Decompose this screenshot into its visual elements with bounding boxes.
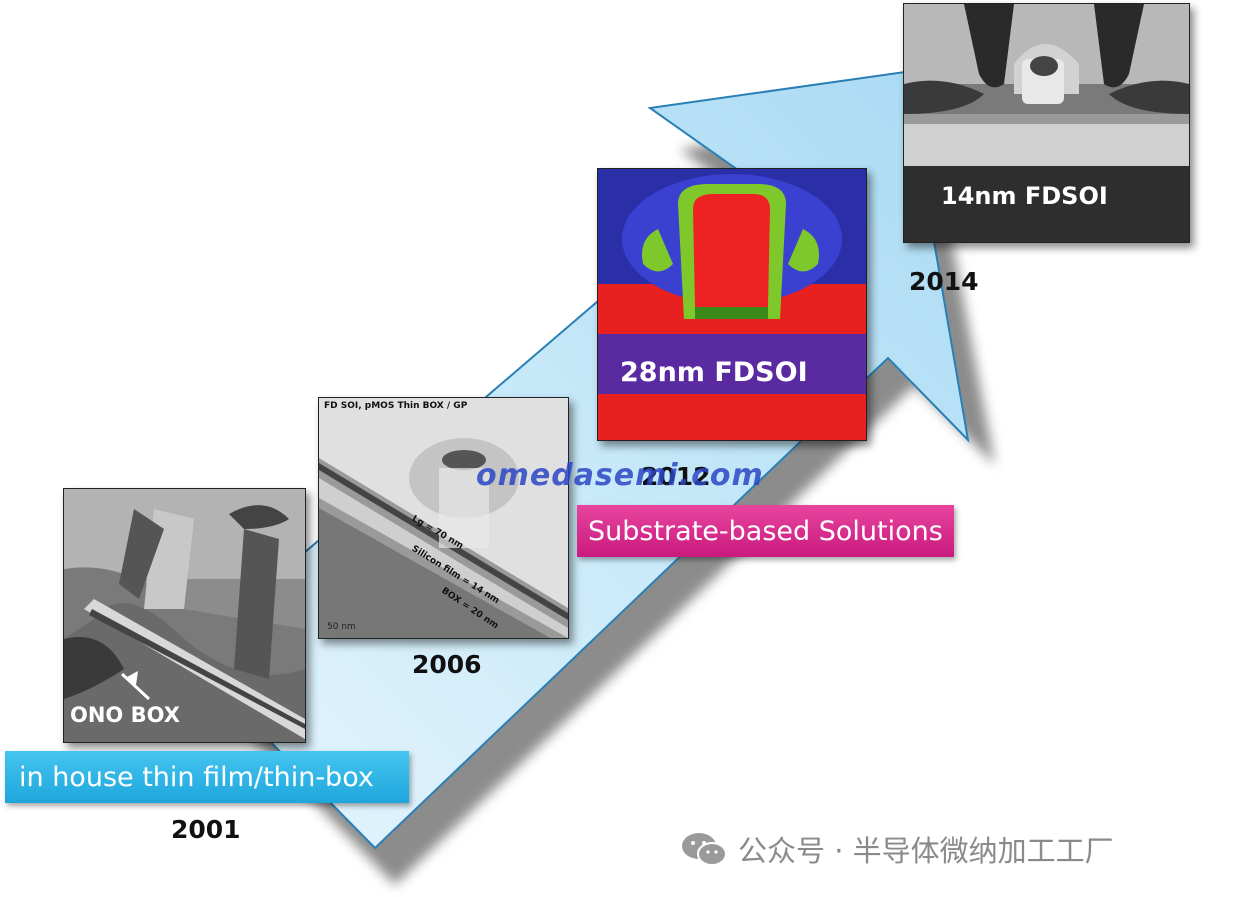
tem-2014-graphic	[904, 4, 1189, 242]
tem-2006-graphic	[319, 398, 568, 638]
tem-2001-graphic	[64, 489, 305, 742]
banner-in-house-label: in house thin film/thin-box	[19, 761, 374, 793]
tile-caption-2001: ONO BOX	[70, 703, 180, 727]
tem-image-2006: FD SOI, pMOS Thin BOX / GP Lg = 70 nm Si…	[318, 397, 569, 639]
tile-caption-2014: 14nm FDSOI	[941, 182, 1108, 210]
scale-bar-label: 50 nm	[327, 622, 356, 632]
banner-substrate-based: Substrate-based Solutions	[577, 505, 954, 557]
year-label-2012: 2012	[641, 462, 711, 491]
tem-2012-graphic	[598, 169, 866, 440]
wechat-account-label: 公众号 · 半导体微纳加工工厂	[738, 834, 1114, 868]
wechat-icon	[682, 833, 727, 866]
tem-image-2012: 28nm FDSOI	[597, 168, 867, 441]
site-watermark: omedasemi.com	[476, 458, 764, 493]
tile-caption-2012: 28nm FDSOI	[620, 357, 808, 388]
tem-image-2014: 14nm FDSOI	[903, 3, 1190, 243]
tile-header-2006: FD SOI, pMOS Thin BOX / GP	[324, 401, 468, 411]
banner-in-house: in house thin film/thin-box	[5, 751, 409, 803]
wechat-watermark: 公众号 · 半导体微纳加工工厂	[680, 828, 1114, 870]
year-label-2006: 2006	[412, 650, 482, 679]
year-label-2014: 2014	[909, 267, 979, 296]
tem-image-2001: ONO BOX	[63, 488, 306, 743]
banner-substrate-label: Substrate-based Solutions	[588, 515, 943, 547]
year-label-2001: 2001	[171, 815, 241, 844]
